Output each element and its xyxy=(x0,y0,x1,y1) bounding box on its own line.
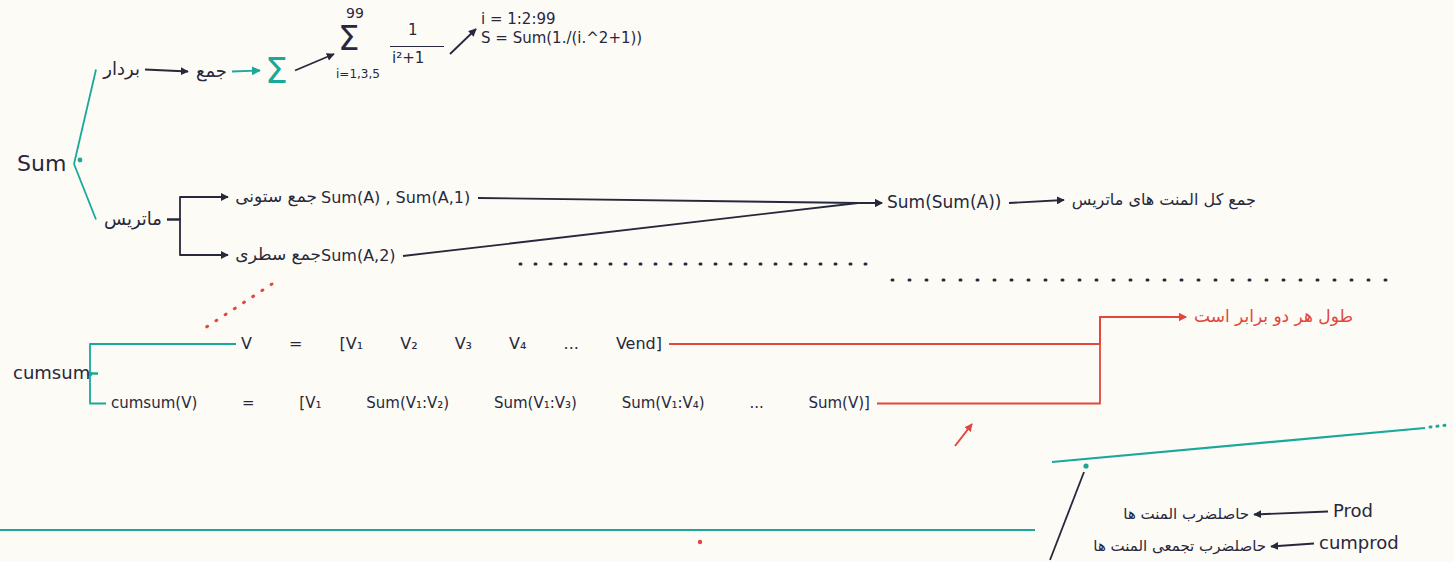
connector xyxy=(450,29,476,54)
node-text: ماتریس xyxy=(101,208,162,231)
separator-dots xyxy=(1430,425,1448,427)
slash-line xyxy=(1050,472,1084,560)
branch-label: بردار xyxy=(98,56,143,83)
node-text: بردار xyxy=(101,58,140,81)
connector xyxy=(403,203,882,256)
separator-line xyxy=(1052,428,1425,462)
node-text: Σ xyxy=(265,48,290,93)
matlab-code: Sum(Sum(A)) xyxy=(884,190,1007,216)
connector xyxy=(877,317,1186,404)
connector xyxy=(669,317,1186,344)
connector xyxy=(1271,544,1314,547)
connector xyxy=(74,70,96,165)
teal-dot xyxy=(1083,463,1088,468)
matlab-code: Sum(A,2) xyxy=(318,244,401,268)
node-text: جمع ستونی xyxy=(233,186,317,207)
root-topic: cumsum xyxy=(10,360,96,387)
separator-line xyxy=(0,529,1035,531)
node-text: cumsum xyxy=(13,362,93,385)
connector xyxy=(167,220,228,256)
connector xyxy=(295,54,334,71)
red-pointer xyxy=(955,424,972,446)
red-dot xyxy=(698,540,702,544)
connector xyxy=(167,197,228,220)
node-text: Sum(A,2) xyxy=(321,246,398,266)
branch-label: جمع xyxy=(190,58,230,85)
node-text: Sum xyxy=(17,150,69,178)
root-topic: Sum xyxy=(14,148,72,180)
branch-label: جمع ستونی xyxy=(230,184,320,210)
matlab-code: V = [V₁ V₂ V₃ V₄ ... Vend] xyxy=(238,332,667,356)
note-text: حاصلضرب تجمعی المنت ها xyxy=(1088,535,1269,558)
connector xyxy=(74,164,96,220)
fraction-bar xyxy=(390,46,444,47)
connector xyxy=(90,344,236,374)
branch-label: ماتریس xyxy=(98,206,165,233)
matlab-code: i = 1:2:99S = Sum(1./(i.^2+1)) xyxy=(478,8,648,50)
note-text: حاصلضرب المنت ها xyxy=(1118,503,1252,526)
formula-part: i²+1 xyxy=(392,50,424,67)
node-text: حاصلضرب المنت ها xyxy=(1121,505,1249,524)
note-text: جمع کل المنت های ماتریس xyxy=(1066,188,1259,212)
node-text: طول هر دو برابر است xyxy=(1191,306,1353,327)
formula-part: i=1,3,5 xyxy=(336,68,380,81)
connector xyxy=(145,70,188,72)
node-text: S = Sum(1./(i.^2+1)) xyxy=(481,29,645,48)
branch-label: جمع سطری xyxy=(230,242,324,268)
node-text: جمع کل المنت های ماتریس xyxy=(1069,190,1256,210)
sigma-symbol: Σ xyxy=(262,46,293,95)
node-text: جمع سطری xyxy=(233,244,321,265)
node-text: cumprod xyxy=(1319,532,1401,555)
node-text: حاصلضرب تجمعی المنت ها xyxy=(1091,537,1266,556)
node-text: V = [V₁ V₂ V₃ V₄ ... Vend] xyxy=(241,334,664,354)
red-dotted-trail xyxy=(205,284,272,328)
formula-part: Σ xyxy=(338,20,359,57)
teal-dot xyxy=(78,158,83,163)
matlab-code: cumsum(V) = [V₁ Sum(V₁:V₂) Sum(V₁:V₃) Su… xyxy=(108,392,875,415)
node-text: Prod xyxy=(1333,500,1375,523)
connector xyxy=(232,71,260,72)
function-name: cumprod xyxy=(1316,530,1404,557)
connector xyxy=(90,374,106,404)
node-text: cumsum(V) = [V₁ Sum(V₁:V₂) Sum(V₁:V₃) Su… xyxy=(111,394,872,413)
node-text: Sum(Sum(A)) xyxy=(887,192,1004,213)
note-text: طول هر دو برابر است xyxy=(1188,304,1356,330)
matlab-code: Sum(A) , Sum(A,1) xyxy=(318,186,476,210)
dotted-trail xyxy=(520,263,870,266)
connector xyxy=(478,198,882,203)
node-text: i = 1:2:99 xyxy=(481,10,645,29)
node-text: جمع xyxy=(193,60,227,83)
connector xyxy=(1009,200,1064,203)
node-text: Sum(A) , Sum(A,1) xyxy=(321,188,473,208)
formula-group: 99Σi=1,3,51i²+1 xyxy=(336,6,448,102)
function-name: Prod xyxy=(1330,498,1378,525)
formula-part: 1 xyxy=(408,22,418,39)
connector xyxy=(1254,512,1328,515)
dotted-trail xyxy=(892,279,1400,282)
